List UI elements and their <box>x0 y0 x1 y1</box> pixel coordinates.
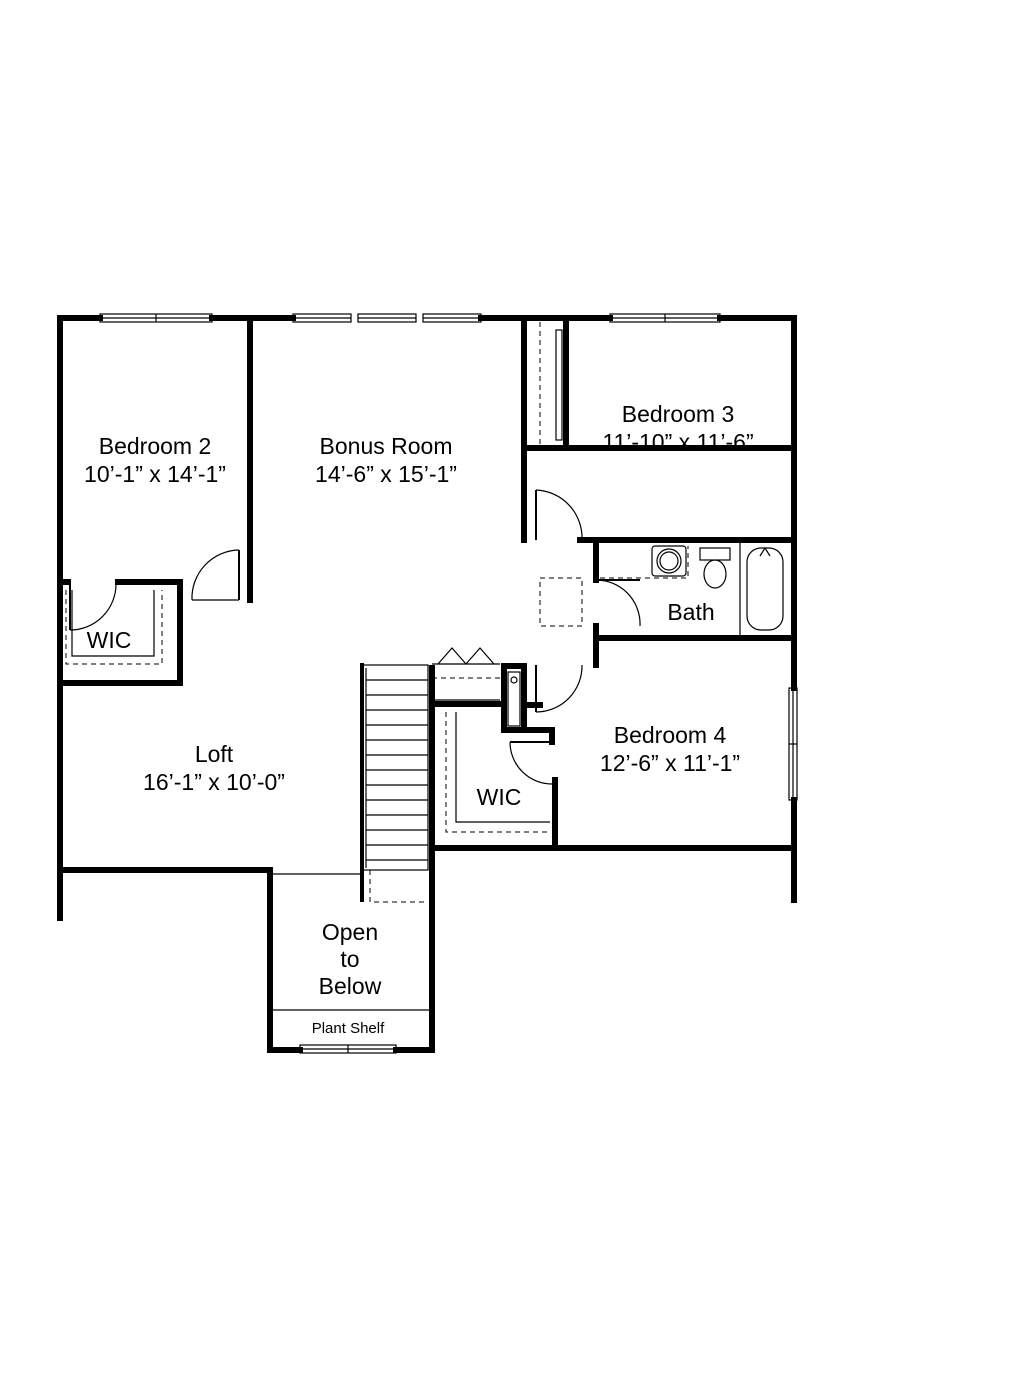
wic-right-name: WIC <box>477 784 522 810</box>
door-bedroom4 <box>535 664 583 713</box>
bonus-room-name: Bonus Room <box>320 433 453 459</box>
interior-walls <box>57 315 797 851</box>
loft-dims: 16’-1” x 10’-0” <box>143 769 285 795</box>
bedroom4-dims: 12’-6” x 11’-1” <box>600 750 740 776</box>
window-bedroom4 <box>788 687 798 801</box>
open-to-below-line2: to <box>340 946 359 972</box>
toilet <box>699 547 731 589</box>
window-open-to-below <box>299 1044 397 1054</box>
door-bath <box>595 579 641 627</box>
door-bedroom3 <box>535 489 583 541</box>
bedroom4-name: Bedroom 4 <box>614 722 727 748</box>
exterior-walls <box>57 315 797 1053</box>
window-bedroom3 <box>609 313 721 323</box>
stair-treads <box>366 679 428 861</box>
open-to-below-line1: Open <box>322 919 378 945</box>
bedroom3-name: Bedroom 3 <box>622 401 735 427</box>
door-wic-left <box>69 583 117 631</box>
open-to-below-line3: Below <box>319 973 382 999</box>
plant-shelf-label: Plant Shelf <box>312 1020 385 1037</box>
wic-left-name: WIC <box>87 627 132 653</box>
bath-fixtures <box>600 542 784 636</box>
bedroom3-dims: 11’-10” x 11’-6” <box>602 429 753 455</box>
loft-name: Loft <box>195 741 234 767</box>
bathtub <box>739 542 784 636</box>
stairs <box>360 647 500 903</box>
bonus-room-dims: 14’-6” x 15’-1” <box>315 461 457 487</box>
window-bedroom2 <box>99 313 213 323</box>
door-bedroom2 <box>191 549 240 601</box>
doors <box>69 489 641 785</box>
room-labels: Bedroom 2 10’-1” x 14’-1” Bonus Room 14’… <box>84 401 754 1037</box>
bedroom2-dims: 10’-1” x 14’-1” <box>84 461 226 487</box>
window-bonus-3 <box>422 313 482 323</box>
bedroom2-name: Bedroom 2 <box>99 433 212 459</box>
bath-name: Bath <box>667 599 714 625</box>
vanity-sink <box>600 545 689 579</box>
details <box>65 322 583 1011</box>
door-wic-right <box>509 741 553 785</box>
window-bonus-2 <box>357 313 417 323</box>
window-bonus-1 <box>292 313 352 323</box>
